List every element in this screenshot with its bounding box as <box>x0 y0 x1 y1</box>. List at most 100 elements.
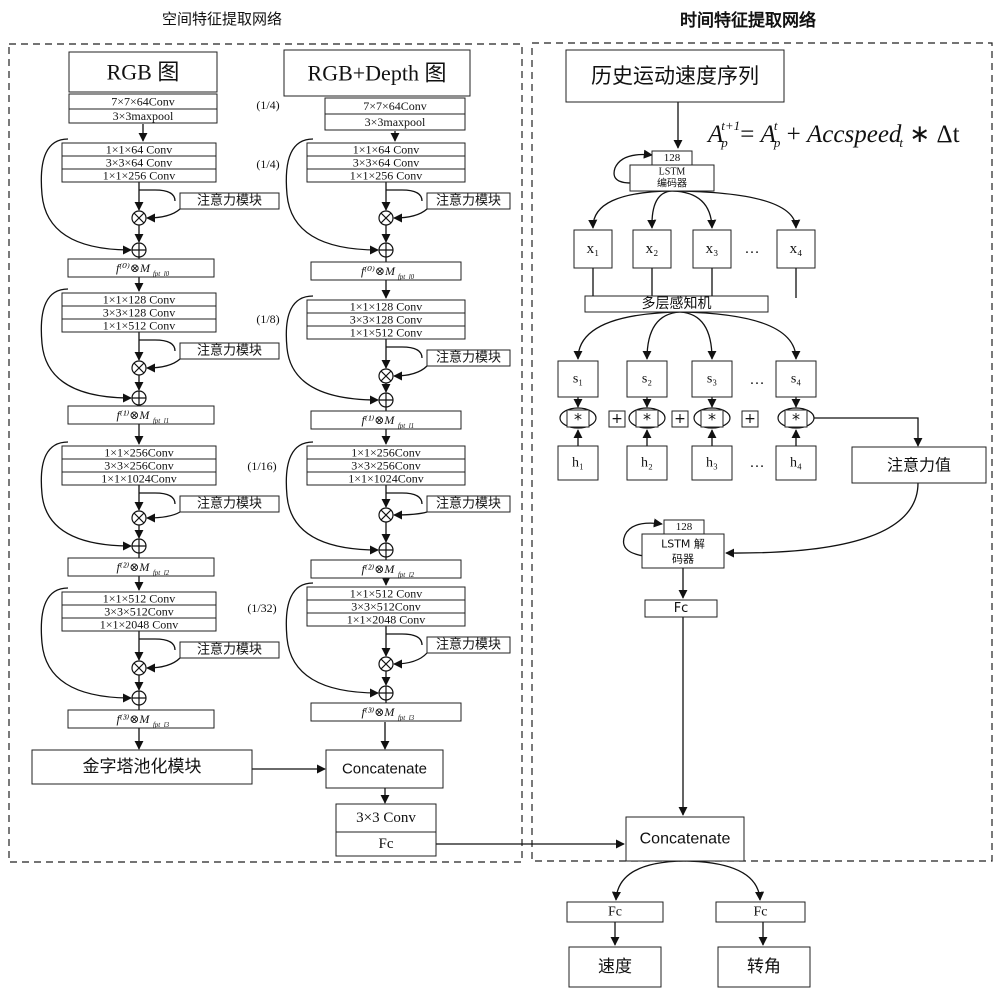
rgbd-stem-pool <box>324 113 466 131</box>
rgb-stage4-residual <box>40 587 132 703</box>
sum-plus-3: + <box>744 411 756 427</box>
rgbd-attention-module-3 <box>426 495 511 513</box>
rgbd-multiply-2-mark <box>380 370 392 382</box>
h-node-1 <box>557 445 599 481</box>
scale-1-4-b: (1/4) <box>256 157 279 171</box>
attention-product-box-3 <box>700 409 724 428</box>
rgbd-stem-pool-label: 3×3maxpool <box>365 115 426 129</box>
rgbd-fuse-1 <box>310 261 462 281</box>
mlp-label: 多层感知机 <box>642 295 712 312</box>
rgb-multiply-4-mark <box>133 662 145 674</box>
position-update-formula: At+1p = Atp + Accspeedt ∗ Δt <box>708 118 960 150</box>
ellipsis-h: … <box>750 455 765 471</box>
rgbd-stage3-attention-return <box>393 510 428 520</box>
rgb-stage1-residual <box>40 138 132 255</box>
rgb-stem-pool-label: 3×3maxpool <box>113 109 174 123</box>
spatial-concatenate-label: Concatenate <box>342 761 427 778</box>
rgbd-fuse-1-subscript: fpt_l0 <box>398 273 415 281</box>
rgbd-stage2-conv3 <box>306 325 466 340</box>
mlp-to-s-2 <box>642 311 681 360</box>
rgb-stage2-conv2-label: 3×3×128 Conv <box>103 306 176 320</box>
rgb-fuse-1-subscript: fpt_l0 <box>153 270 170 278</box>
rgbd-multiply-4-mark <box>380 658 392 670</box>
rgb-stage3-attention-return <box>146 511 181 523</box>
rgb-stage4-conv3-label: 1×1×2048 Conv <box>100 618 179 632</box>
rgb-fuse-2-subscript: fpt_l1 <box>153 417 169 425</box>
rgbd-add-4-mark <box>379 686 393 700</box>
rgbd-attention-module-4-label: 注意力模块 <box>436 637 501 653</box>
steering-output-label: 转角 <box>747 957 781 977</box>
spatial-conv3 <box>335 803 437 833</box>
attention-product-box-4 <box>784 409 808 428</box>
rgb-attention-module-1 <box>179 192 280 210</box>
temporal-network-title: 时间特征提取网络 <box>680 11 816 31</box>
h-node-4 <box>775 445 817 481</box>
rgb-attention-module-1-label: 注意力模块 <box>197 193 262 209</box>
lstm-encoder <box>629 164 715 192</box>
rgb-stage3-residual <box>40 441 132 551</box>
h-node-1-label: h₁ <box>572 456 584 471</box>
rgbd-stage3-conv3 <box>306 471 466 486</box>
history-speed-sequence-label: 历史运动速度序列 <box>591 64 759 88</box>
rgbd-stage2-conv1-label: 1×1×128 Conv <box>350 300 423 314</box>
lstm-decoder-label-2: 码器 <box>672 553 694 566</box>
rgb-fuse-4-label: f⁽³⁾⊗M <box>117 712 151 726</box>
rgb-attention-module-2-label: 注意力模块 <box>197 343 262 359</box>
s-node-3 <box>691 360 733 398</box>
x-node-2 <box>632 229 672 269</box>
rgbd-stage1-conv2-label: 3×3×64 Conv <box>353 156 420 170</box>
rgbd-stage4-conv3-label: 1×1×2048 Conv <box>347 613 426 627</box>
mlp-to-s-3 <box>679 311 717 360</box>
rgbd-fuse-1-label: f⁽⁰⁾⊗M <box>361 264 396 278</box>
attention-value-label: 注意力值 <box>887 456 951 475</box>
rgb-stage2-conv1-label: 1×1×128 Conv <box>103 293 176 307</box>
rgbd-add-3-mark <box>379 543 393 557</box>
temporal-frame <box>531 42 993 862</box>
product-to-attention-value <box>814 417 923 447</box>
h-node-3-label: h₃ <box>706 456 718 471</box>
speed-fc-label: Fc <box>608 905 622 920</box>
attention-product-box-2 <box>635 409 659 428</box>
sum-plus-box-3 <box>741 410 759 428</box>
sum-plus-1: + <box>611 411 623 427</box>
rgbd-stage4-attention-branch <box>386 633 423 646</box>
rgbd-fuse-2-label: f⁽¹⁾⊗M <box>362 413 396 427</box>
rgb-stage3-attention-branch <box>139 492 176 505</box>
rgb-fuse-3-label: f⁽²⁾⊗M <box>117 560 151 574</box>
rgb-stage4-conv1-label: 1×1×512 Conv <box>103 592 176 606</box>
lstm-encoder-label-1: LSTM <box>659 167 686 178</box>
x-node-1-label: x₁ <box>587 241 600 257</box>
attention-product-box-1 <box>566 409 590 428</box>
spatial-frame <box>8 43 523 863</box>
s-node-2 <box>626 360 668 398</box>
rgb-fuse-3 <box>67 557 215 577</box>
speed-output-label: 速度 <box>598 957 632 977</box>
rgbd-fuse-4 <box>310 702 462 722</box>
rgb-add-4-mark <box>132 691 146 705</box>
rgbd-stage1-conv3-label: 1×1×256 Conv <box>350 169 423 183</box>
mlp <box>584 295 769 313</box>
rgbd-stage2-attention-return <box>393 365 428 381</box>
final-concatenate-label: Concatenate <box>640 831 731 848</box>
rgb-stage1-conv2-label: 3×3×64 Conv <box>106 156 173 170</box>
rgb-stage2-conv3 <box>61 318 217 333</box>
rgb-stage4-conv3 <box>61 617 217 632</box>
steering-fc-label: Fc <box>754 905 768 920</box>
h-node-3 <box>691 445 733 481</box>
speed-fc <box>566 901 664 923</box>
rgbd-attention-module-2-label: 注意力模块 <box>436 350 501 366</box>
sum-plus-2: + <box>674 411 686 427</box>
h-node-2-label: h₂ <box>641 456 653 471</box>
rgb-stage1-conv3 <box>61 168 217 183</box>
rgb-fuse-4-subscript: fpt_l3 <box>153 721 170 729</box>
rgb-attention-module-4 <box>179 641 280 659</box>
rgb-stem-pool <box>68 108 218 124</box>
rgbd-stage1-residual <box>285 138 379 255</box>
mlp-to-s-1 <box>573 311 681 360</box>
rgbd-fuse-2 <box>310 410 462 430</box>
rgb-stage2-residual <box>40 288 132 403</box>
concatenate-to-speed <box>611 860 685 901</box>
rgbd-fuse-4-label: f⁽³⁾⊗M <box>362 705 396 719</box>
spatial-concatenate <box>325 749 444 789</box>
decoder-loop <box>622 518 663 557</box>
